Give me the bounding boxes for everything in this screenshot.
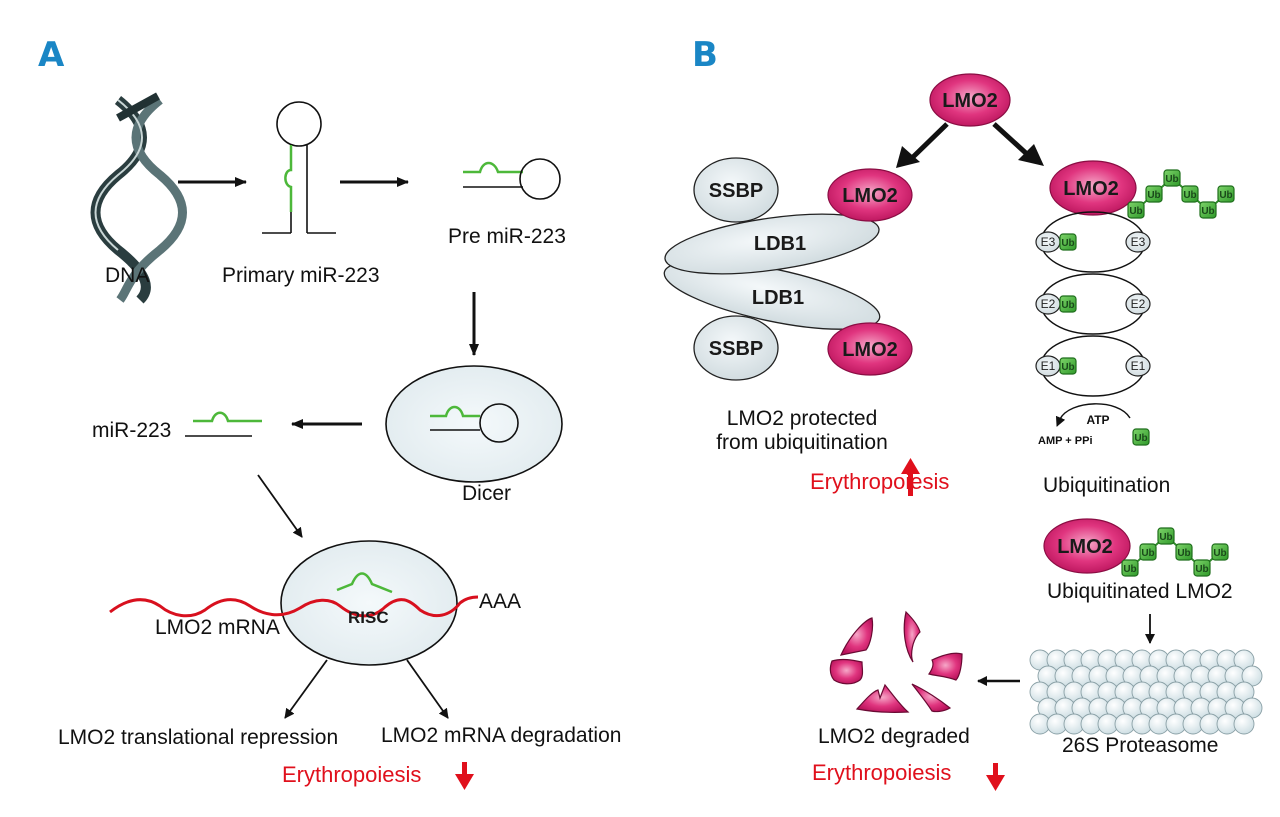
label-protected-1: LMO2 protected bbox=[727, 407, 878, 430]
down-arrow-icon bbox=[455, 762, 474, 790]
atp-arc bbox=[1059, 403, 1131, 420]
up-arrow-icon bbox=[901, 458, 920, 496]
panel-label-b: B bbox=[692, 35, 718, 75]
label-ubiquitinated-lmo2: Ubiquitinated LMO2 bbox=[1047, 580, 1233, 603]
ub-label: Ub bbox=[1195, 564, 1208, 575]
arrow-mir-to-risc bbox=[257, 474, 303, 538]
label-risc: RISC bbox=[348, 608, 389, 627]
label-mrna-degradation: LMO2 mRNA degradation bbox=[381, 724, 621, 747]
e2-label: E2 bbox=[1131, 297, 1146, 311]
label-ssbp-1: SSBP bbox=[709, 180, 763, 202]
label-dicer: Dicer bbox=[462, 482, 511, 505]
label-proteasome: 26S Proteasome bbox=[1062, 734, 1218, 757]
e2-label: E2 bbox=[1041, 297, 1056, 311]
label-mir: miR-223 bbox=[92, 419, 171, 442]
ub-label: Ub bbox=[1129, 206, 1142, 217]
label-erythropoiesis-a: Erythropoiesis bbox=[282, 762, 421, 787]
label-translational-repression: LMO2 translational repression bbox=[58, 726, 338, 749]
proteasome-26s bbox=[1029, 649, 1263, 735]
primary-mir-hairpin-icon bbox=[262, 101, 336, 234]
label-lmo2-mrna: LMO2 mRNA bbox=[155, 616, 280, 639]
label-protected-2: from ubiquitination bbox=[716, 431, 888, 454]
label-atp: ATP bbox=[1086, 413, 1109, 427]
e2-enzyme-icon bbox=[1125, 293, 1151, 315]
ub-label: Ub bbox=[1147, 190, 1160, 201]
label-amp-ppi: AMP + PPi bbox=[1038, 435, 1093, 447]
arrow-to-ubiquitination bbox=[992, 122, 1044, 166]
label-lmo2-ub-top: LMO2 bbox=[1063, 178, 1119, 200]
ub-label: Ub bbox=[1061, 362, 1074, 373]
ub-label: Ub bbox=[1213, 548, 1226, 559]
lmo2-ubiquitinated-top bbox=[1049, 160, 1137, 216]
arrow-risc-to-degradation bbox=[406, 659, 449, 719]
label-erythropoiesis-up: Erythropoiesis bbox=[810, 469, 949, 494]
panel-label-a: A bbox=[38, 35, 65, 75]
e1-enzyme-icon bbox=[1125, 355, 1151, 377]
proteasome-subunit bbox=[1233, 713, 1255, 735]
lmo2-free bbox=[929, 73, 1011, 127]
risc-complex bbox=[109, 540, 479, 666]
e3-label: E3 bbox=[1041, 235, 1056, 249]
ub-label: Ub bbox=[1201, 206, 1214, 217]
label-primary-mir: Primary miR-223 bbox=[222, 264, 380, 287]
ub-label: Ub bbox=[1177, 548, 1190, 559]
mir-duplex-icon bbox=[185, 411, 262, 437]
label-ldb1-1: LDB1 bbox=[754, 233, 806, 255]
label-erythropoiesis-down-b: Erythropoiesis bbox=[812, 760, 951, 785]
lmo2-fragments bbox=[829, 610, 963, 713]
ub-label: Ub bbox=[1183, 190, 1196, 201]
arrow-to-protected bbox=[896, 122, 949, 168]
down-arrow-icon bbox=[986, 763, 1005, 791]
label-ssbp-2: SSBP bbox=[709, 338, 763, 360]
ub-label: Ub bbox=[1219, 190, 1232, 201]
label-dna: DNA bbox=[105, 264, 149, 287]
ub-label: Ub bbox=[1165, 174, 1178, 185]
label-ldb1-2: LDB1 bbox=[752, 287, 804, 309]
ub-label: Ub bbox=[1123, 564, 1136, 575]
label-lmo2-ub: LMO2 bbox=[1057, 536, 1113, 558]
ub-label: Ub bbox=[1141, 548, 1154, 559]
ub-label: Ub bbox=[1159, 532, 1172, 543]
label-pre-mir: Pre miR-223 bbox=[448, 225, 566, 248]
label-free-ub: Ub bbox=[1134, 433, 1147, 444]
dna-helix-icon bbox=[90, 92, 187, 304]
label-polya: AAA bbox=[479, 590, 521, 613]
label-lmo2-degraded: LMO2 degraded bbox=[818, 725, 970, 748]
ub-label: Ub bbox=[1061, 238, 1074, 249]
lmo2-ubiquitinated bbox=[1043, 518, 1131, 574]
label-lmo2-bound-2: LMO2 bbox=[842, 339, 898, 361]
label-lmo2-bound-1: LMO2 bbox=[842, 185, 898, 207]
label-ubiquitination: Ubiquitination bbox=[1043, 474, 1170, 497]
e3-label: E3 bbox=[1131, 235, 1146, 249]
e1-label: E1 bbox=[1041, 359, 1056, 373]
e1-label: E1 bbox=[1131, 359, 1146, 373]
dicer-complex bbox=[385, 365, 563, 483]
ldb1-ssbp-lmo2-complex bbox=[663, 157, 913, 381]
arrow-risc-to-repression bbox=[284, 659, 328, 719]
label-lmo2-top: LMO2 bbox=[942, 90, 998, 112]
ub-label: Ub bbox=[1061, 300, 1074, 311]
pre-mir-hairpin-icon bbox=[463, 158, 561, 200]
e3-enzyme-icon bbox=[1125, 231, 1151, 253]
